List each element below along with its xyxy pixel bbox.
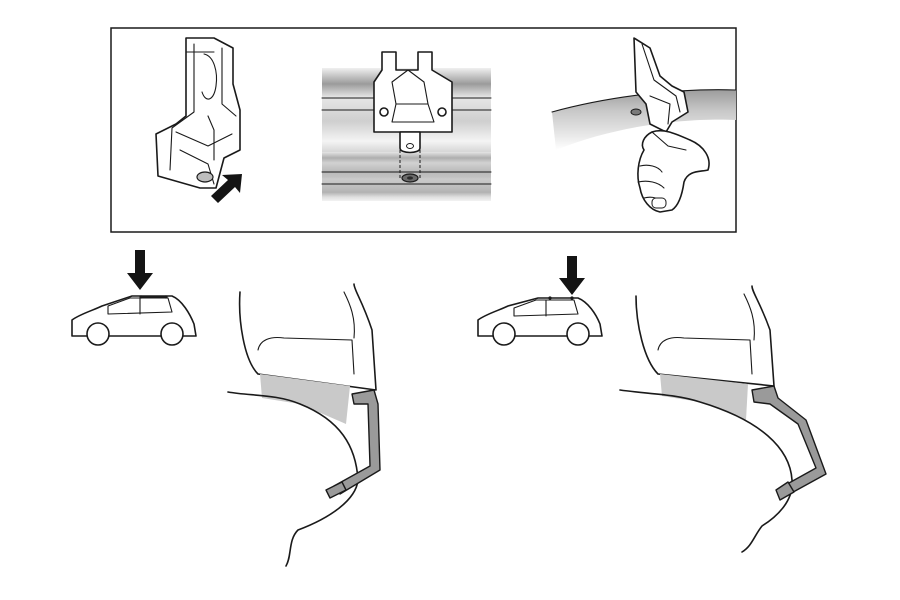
car-position-left <box>71 250 197 346</box>
instruction-panel <box>110 27 737 233</box>
clip-pin <box>196 171 214 183</box>
car-side-icon <box>71 295 197 346</box>
press-arrow-icon <box>211 174 242 203</box>
down-arrow-icon <box>559 256 585 295</box>
roof-rail-icon <box>321 51 492 201</box>
fitting-detail-left <box>227 283 381 567</box>
fitting-detail-right <box>619 285 827 553</box>
hand-squeeze-icon <box>551 37 737 213</box>
clip-bracket-icon <box>155 37 241 189</box>
down-arrow-icon <box>127 250 153 290</box>
car-side-icon <box>477 296 603 346</box>
car-position-right <box>477 256 603 346</box>
